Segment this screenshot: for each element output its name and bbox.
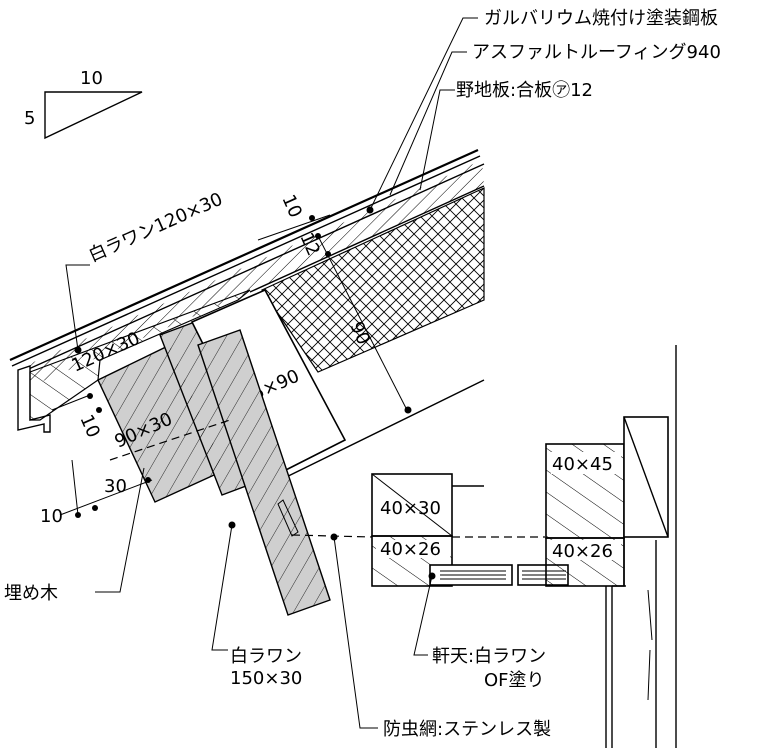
barge-board-label-2: 150×30: [230, 668, 302, 689]
filler-label: 埋め木: [4, 583, 58, 604]
soffit-board: 軒天:白ラワン OF塗り: [413, 564, 569, 691]
dim-edge-offset: 10: [40, 506, 63, 527]
battens-left: 40×30 40×26: [371, 473, 484, 587]
sheathing-label: 野地板:合板㋐12: [456, 80, 593, 101]
roof-assembly: [9, 148, 485, 486]
batten-lower-size: 40×26: [380, 539, 441, 560]
fascia-board-label: 白ラワン120×30: [85, 189, 225, 267]
insect-screen-label: 防虫網:ステンレス製: [383, 719, 551, 740]
barge-board: 白ラワン 150×30: [197, 329, 331, 689]
slope-indicator: 10 5: [24, 68, 143, 140]
dim-drip-gap: 10: [75, 411, 104, 440]
soffit-label-1: 軒天:白ラワン: [432, 646, 546, 667]
batten-upper-size: 40×30: [380, 498, 441, 519]
roofing-label: ガルバリウム焼付け塗装鋼板: [484, 7, 718, 29]
underlay-callout: アスファルトルーフィング940: [389, 42, 721, 196]
barge-board-label-1: 白ラワン: [230, 646, 302, 667]
wall-section: [605, 345, 677, 748]
sheathing-callout: 野地板:合板㋐12: [419, 80, 593, 191]
dim-gap-top: 10: [277, 191, 306, 220]
batten-right-upper-size: 40×45: [552, 454, 613, 475]
dim-drip-offset: 30: [104, 476, 127, 497]
insect-screen: 防虫網:ステンレス製: [277, 499, 551, 740]
underlay-label: アスファルトルーフィング940: [472, 42, 721, 63]
filler-callout: 埋め木: [4, 467, 145, 604]
slope-run: 10: [80, 68, 103, 89]
slope-rise: 5: [24, 108, 35, 129]
batten-right-lower-size: 40×26: [552, 541, 613, 562]
battens-right: 40×45 40×26: [545, 443, 625, 587]
soffit-label-2: OF塗り: [484, 669, 545, 691]
